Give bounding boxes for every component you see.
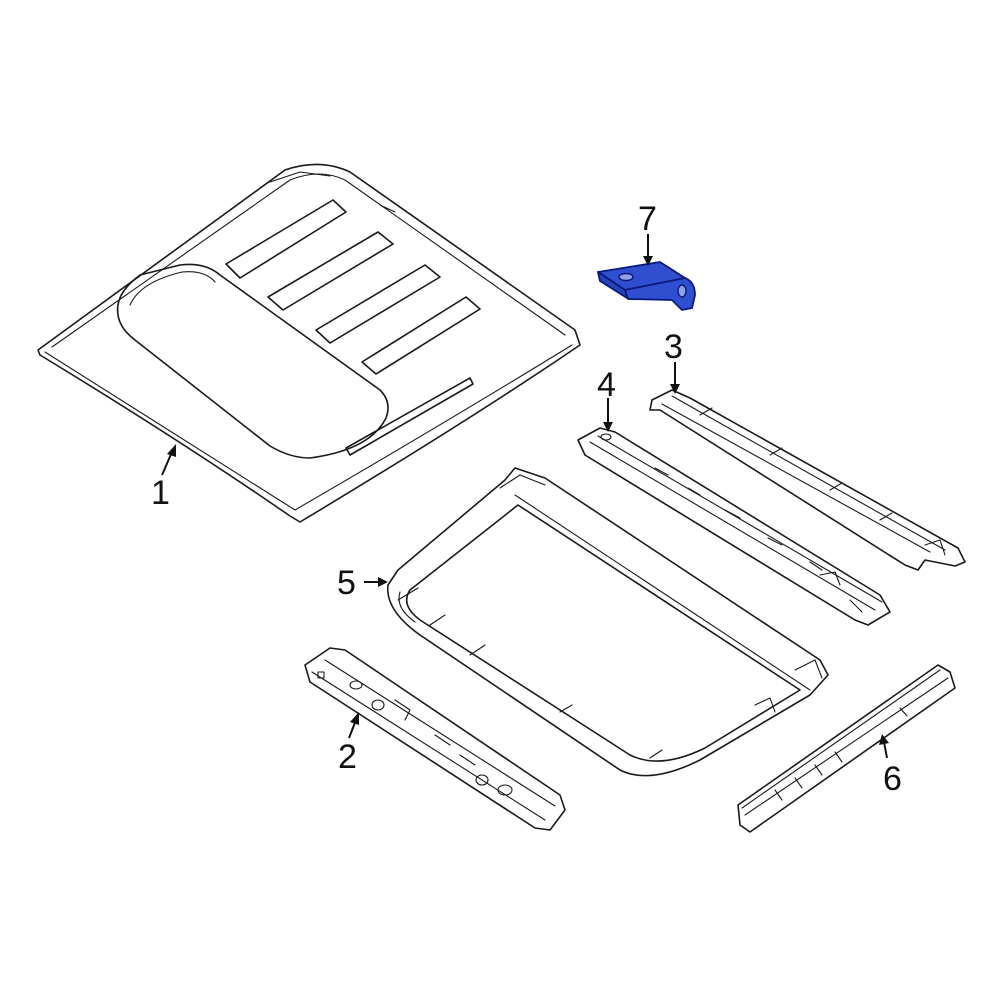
callout-arrows [161,234,889,759]
callout-7: 7 [638,200,657,238]
callout-4: 4 [597,366,616,404]
bracket-side-face [624,277,696,311]
bracket-hole [677,284,687,298]
sunroof-frame-part-5 [387,467,829,777]
roof-rail-part-3 [649,389,966,571]
roof-rail-part-4 [577,427,891,626]
callout-1: 1 [151,474,170,512]
roof-rail-part-6 [737,664,956,833]
roof-rail-part-2 [304,647,566,831]
bracket-hole [618,272,634,282]
bracket-part-7[interactable] [597,261,696,311]
roof-panel [37,163,581,523]
callout-3: 3 [664,328,683,366]
callout-6: 6 [883,760,902,798]
callout-2: 2 [338,738,357,776]
callout-5: 5 [337,564,356,602]
